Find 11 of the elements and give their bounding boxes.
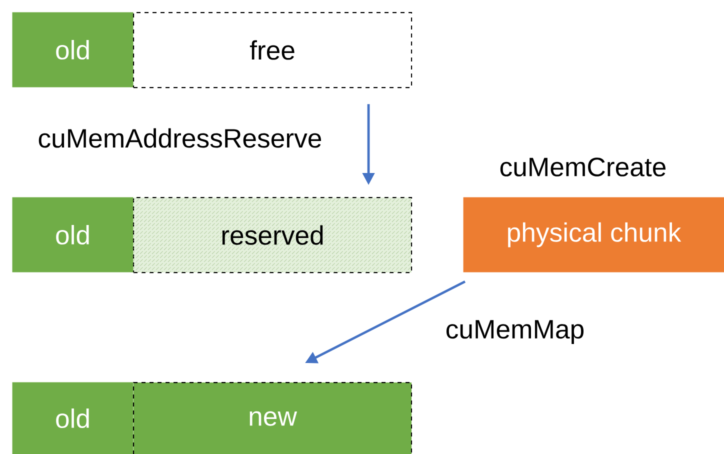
physical-chunk-box: physical chunk [463, 197, 724, 272]
node-label: old [56, 408, 89, 428]
memory-block: old [12, 12, 134, 88]
function-label: cuMemCreate [500, 158, 666, 176]
free-region: free [133, 12, 412, 88]
memory-block: old [12, 382, 134, 454]
reserved-region: reserved [222, 225, 323, 245]
edge-label: cuMemAddressReserve [36, 126, 324, 150]
edge-label: cuMemMap [444, 318, 586, 346]
reserved-region [133, 197, 412, 274]
memory-block: old [12, 197, 134, 272]
